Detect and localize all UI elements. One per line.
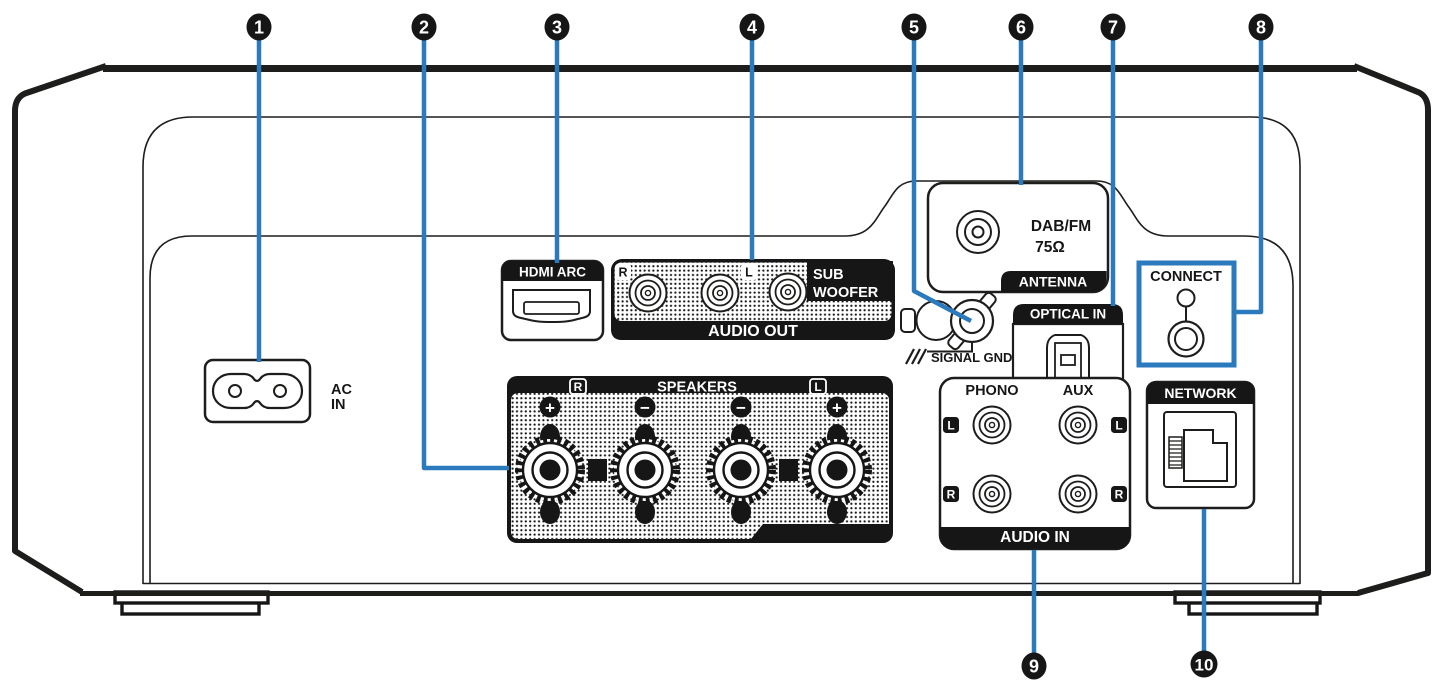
callout-4: 4: [739, 13, 765, 41]
rj45-jack-icon: [1163, 411, 1237, 488]
callout-1: 1: [246, 13, 272, 41]
gnd-screw: [949, 298, 995, 344]
audio-out-r-jack: [628, 273, 668, 313]
callout-2-number: 2: [419, 18, 429, 38]
connect-button-panel: CONNECT: [1136, 260, 1237, 368]
terminal-polarity-1: +: [545, 399, 555, 418]
callout-9-number: 9: [1029, 657, 1039, 677]
callout-3-number: 3: [552, 18, 562, 38]
callout-6-number: 6: [1016, 18, 1026, 38]
aux-l-badge: [1111, 417, 1127, 433]
subwoofer-label-line2: WOOFER: [813, 285, 879, 301]
callout-4-number: 4: [747, 18, 757, 38]
toslink-connector-icon: [1046, 334, 1090, 379]
device-case-outline: [12, 63, 1431, 616]
antenna-band-label: DAB/FM: [1031, 218, 1091, 235]
hdmi-arc-label: HDMI ARC: [519, 265, 586, 280]
speakers-panel: R SPEAKERS L + − − +: [507, 376, 893, 543]
audio-out-r-badge: [615, 264, 631, 280]
audio-out-l-label: L: [745, 266, 753, 280]
aux-r-jack: [1058, 474, 1098, 514]
ac-in-label-line2: IN: [331, 397, 346, 413]
recessed-panel-outline: [149, 180, 1294, 584]
leader-line-2: [421, 27, 509, 471]
audio-in-title: AUDIO IN: [1000, 529, 1070, 546]
subwoofer-jack: [768, 272, 808, 312]
callout-9: 9: [1021, 652, 1047, 680]
callout-10: 10: [1190, 650, 1218, 678]
audio-out-l-badge: [741, 264, 757, 280]
aux-l-jack: [1058, 405, 1098, 445]
callout-8-number: 8: [1256, 18, 1266, 38]
audio-out-panel: R L SUB WOOFER AUDIO OUT: [611, 259, 895, 340]
callout-1-number: 1: [254, 18, 264, 38]
connect-led: [1176, 288, 1196, 308]
case-left-edge: [12, 63, 107, 595]
ground-symbol-icon: [905, 348, 927, 365]
ac-inlet-shape: [211, 372, 304, 410]
phono-r-jack: [972, 474, 1012, 514]
case-right-edge: [1352, 63, 1431, 596]
network-port: NETWORK: [1145, 380, 1256, 510]
phono-l-jack: [972, 405, 1012, 445]
speakers-r-badge: [569, 378, 587, 395]
aux-label: AUX: [1063, 383, 1094, 399]
callout-10-number: 10: [1195, 656, 1214, 675]
callout-5-number: 5: [909, 18, 919, 38]
signal-gnd-terminal: SIGNAL GND: [900, 291, 1012, 365]
callout-7-number: 7: [1108, 18, 1118, 38]
ac-in-label-line1: AC: [331, 382, 352, 398]
antenna-coax-jack: [956, 210, 1000, 254]
leader-line-5: [911, 27, 973, 323]
callout-5: 5: [901, 13, 927, 41]
signal-gnd-label: SIGNAL GND: [931, 350, 1012, 365]
terminal-polarity-4: +: [832, 399, 842, 418]
antenna-title: ANTENNA: [1019, 274, 1087, 290]
audio-in-panel: PHONO AUX L R L R AUDIO IN: [938, 376, 1132, 551]
callout-2: 2: [411, 13, 437, 41]
speakers-r-label: R: [574, 380, 583, 394]
antenna-impedance-label: 75Ω: [1035, 239, 1065, 256]
hdmi-arc-label-bar: [502, 261, 603, 281]
phono-r-letter: R: [947, 488, 956, 502]
hdmi-arc-port: HDMI ARC: [500, 259, 605, 342]
callout-badges: 1 2 3 4 5 6 7 8 9 10: [246, 13, 1274, 680]
callout-leader-lines: [256, 27, 1264, 666]
terminal-polarity-2: −: [640, 399, 650, 418]
optical-in-label: OPTICAL IN: [1030, 307, 1106, 322]
aux-r-badge: [1111, 486, 1127, 502]
audio-out-r-label: R: [618, 266, 627, 280]
phono-r-badge: [943, 486, 959, 502]
antenna-label-bar: [1001, 271, 1107, 292]
leader-line-8: [1236, 27, 1264, 315]
terminal-polarity-3: −: [736, 399, 746, 418]
audio-in-label-bar: [940, 527, 1130, 549]
network-label-bar: [1147, 382, 1254, 404]
speakers-l-label: L: [814, 380, 821, 394]
phono-label: PHONO: [965, 383, 1018, 399]
phono-l-letter: L: [947, 419, 954, 433]
connect-button: [1167, 320, 1205, 358]
callout-3: 3: [544, 13, 570, 41]
speakers-title: SPEAKERS: [657, 380, 737, 396]
audio-out-title: AUDIO OUT: [708, 323, 798, 340]
aux-r-letter: R: [1115, 488, 1124, 502]
audio-out-l-jack: [700, 273, 740, 313]
callout-6: 6: [1008, 13, 1034, 41]
subwoofer-label-line1: SUB: [813, 267, 844, 283]
connect-label: CONNECT: [1150, 269, 1222, 285]
aux-l-letter: L: [1115, 419, 1122, 433]
ac-inlet: AC IN: [203, 358, 352, 424]
antenna-panel: DAB/FM 75Ω ANTENNA: [926, 181, 1110, 294]
network-label: NETWORK: [1164, 385, 1236, 401]
callout-8: 8: [1248, 13, 1274, 41]
speakers-l-badge: [809, 378, 827, 395]
phono-l-badge: [943, 417, 959, 433]
left-foot: [113, 590, 270, 616]
inner-panel-outline: [142, 116, 1301, 584]
optical-in-label-bar: [1013, 304, 1123, 324]
callout-7: 7: [1100, 13, 1126, 41]
